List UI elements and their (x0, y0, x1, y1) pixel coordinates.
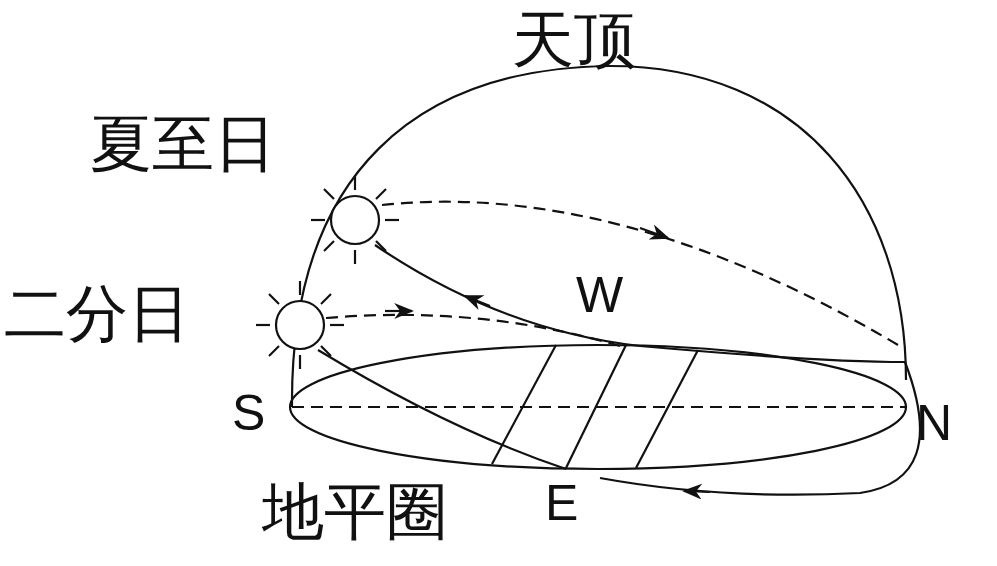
equinox-path-back (326, 315, 620, 346)
solstice-label: 夏至日 (90, 110, 276, 178)
sun-path-below-horizon (600, 362, 920, 495)
sun-symbol (311, 176, 399, 264)
hatch-line (636, 350, 698, 468)
south-north-line (292, 406, 906, 408)
horizon-circle (290, 345, 906, 469)
direction-label: E (545, 476, 578, 531)
hatch-line (566, 345, 626, 468)
equinox-path-front (318, 350, 566, 469)
summer-path-back (382, 202, 898, 345)
equinox-label: 二分日 (4, 280, 190, 348)
summer-path-front (375, 245, 905, 362)
path-arrow (465, 296, 490, 306)
direction-label: W (576, 268, 623, 323)
direction-label: N (916, 396, 952, 451)
path-arrow (640, 228, 668, 238)
sun-symbol (256, 281, 344, 369)
path-arrow (385, 310, 412, 312)
horizon-label: 地平圈 (262, 478, 448, 546)
hatch-line (492, 345, 556, 464)
zenith-label: 天顶 (512, 6, 636, 74)
direction-label: S (232, 386, 265, 441)
path-arrow (684, 491, 710, 492)
sky-dome (292, 66, 906, 407)
